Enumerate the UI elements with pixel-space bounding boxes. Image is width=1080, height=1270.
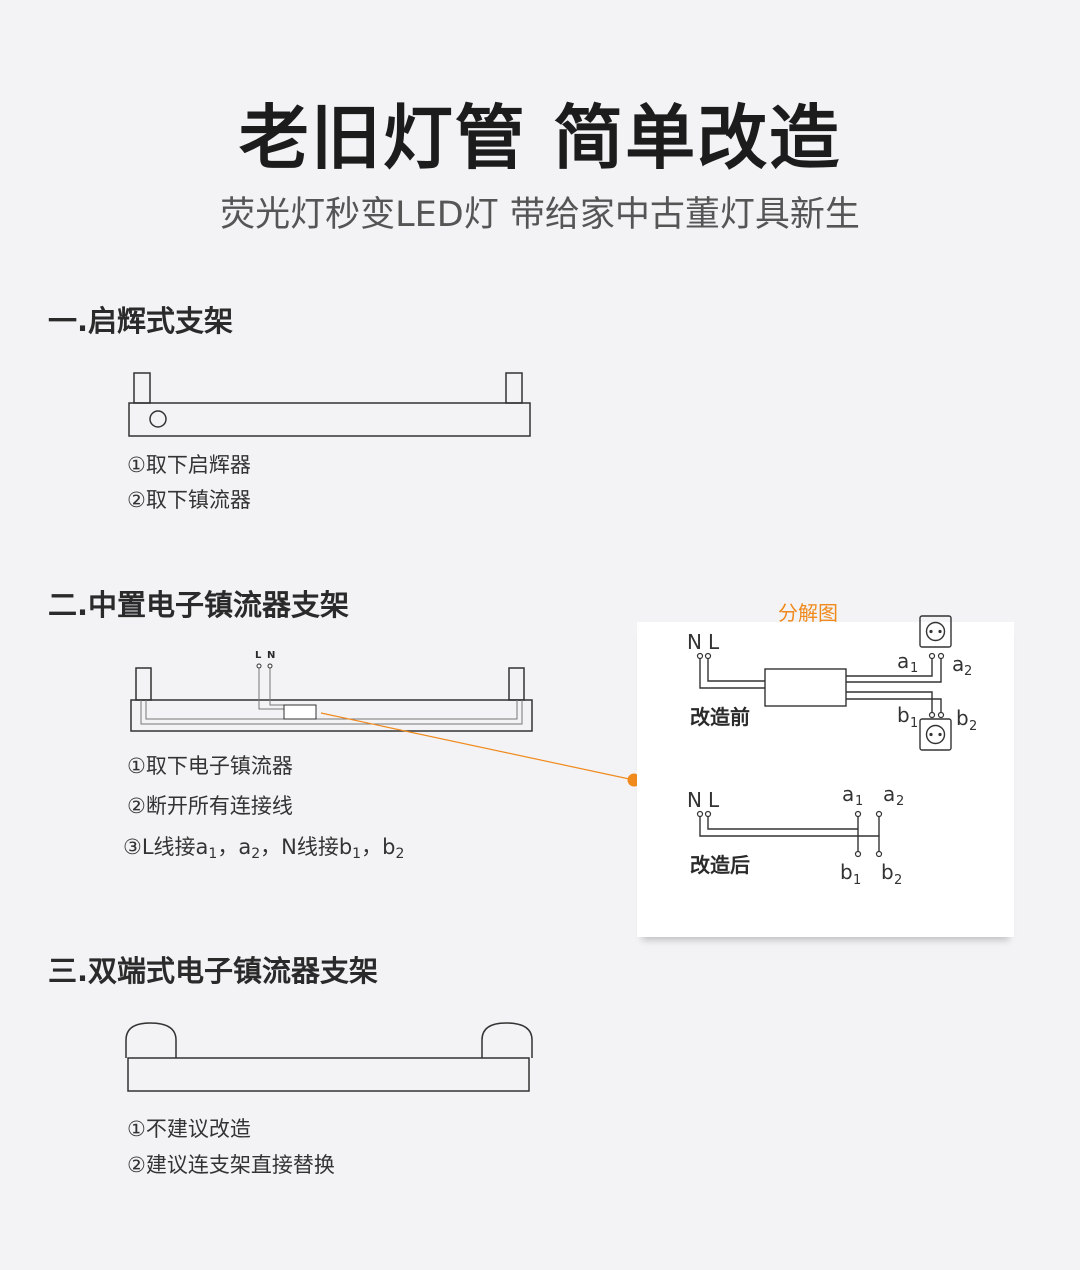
- section-1-step-2: ②取下镇流器: [127, 488, 251, 512]
- svg-text:a: a: [842, 782, 854, 806]
- fixture3-body: [127, 1057, 530, 1092]
- starter-icon: [149, 410, 167, 428]
- fixture3-left-cap: [125, 1022, 177, 1058]
- svg-text:a: a: [952, 652, 964, 676]
- section-3-step-2: ②建议连支架直接替换: [127, 1153, 335, 1177]
- section-2-step-2: ②断开所有连接线: [127, 794, 293, 818]
- svg-text:2: 2: [896, 794, 904, 809]
- svg-text:b: b: [956, 706, 969, 730]
- svg-text:b: b: [840, 860, 853, 884]
- callout-line: [320, 712, 635, 781]
- after-n-label: N: [687, 788, 702, 812]
- exploded-view-label: 分解图: [778, 601, 838, 625]
- page-subtitle: 荧光灯秒变LED灯 带给家中古董灯具新生: [220, 195, 860, 235]
- fixture2-n-label: N: [267, 650, 275, 661]
- svg-text:2: 2: [964, 664, 972, 679]
- section-2-title: 二.中置电子镇流器支架: [48, 588, 350, 622]
- section-2-step-3: ③L线接a1，a2，N线接b1，b2: [123, 835, 405, 862]
- section-3-step-1: ①不建议改造: [127, 1117, 251, 1141]
- svg-text:2: 2: [969, 719, 977, 734]
- after-caption: 改造后: [690, 853, 750, 877]
- section-1-step-1: ①取下启辉器: [127, 453, 251, 477]
- after-l-label: L: [708, 788, 720, 812]
- fixture3-right-cap: [481, 1022, 533, 1058]
- fixture1-body: [128, 402, 531, 437]
- svg-text:b: b: [881, 860, 894, 884]
- section-1-title: 一.启辉式支架: [48, 304, 234, 338]
- electronic-ballast: [283, 704, 317, 720]
- svg-text:1: 1: [910, 661, 918, 676]
- section-2-step-1: ①取下电子镇流器: [127, 754, 293, 778]
- svg-text:a: a: [897, 649, 909, 673]
- before-n-label: N: [687, 630, 702, 654]
- page-title: 老旧灯管 简单改造: [238, 97, 842, 179]
- fixture2-inner-wire: [140, 700, 523, 725]
- bottom-socket-icon: [919, 718, 952, 751]
- svg-text:1: 1: [910, 716, 918, 731]
- svg-text:1: 1: [853, 873, 861, 888]
- fixture2-l-label: L: [255, 650, 262, 661]
- svg-text:a: a: [883, 782, 895, 806]
- svg-text:2: 2: [894, 873, 902, 888]
- svg-text:b: b: [897, 703, 910, 727]
- ballast-box: [764, 668, 847, 707]
- svg-text:1: 1: [855, 794, 863, 809]
- top-socket-icon: [919, 615, 952, 648]
- section-3-title: 三.双端式电子镇流器支架: [48, 954, 379, 988]
- fixture2-body: [130, 699, 533, 732]
- before-caption: 改造前: [690, 705, 750, 729]
- before-l-label: L: [708, 630, 720, 654]
